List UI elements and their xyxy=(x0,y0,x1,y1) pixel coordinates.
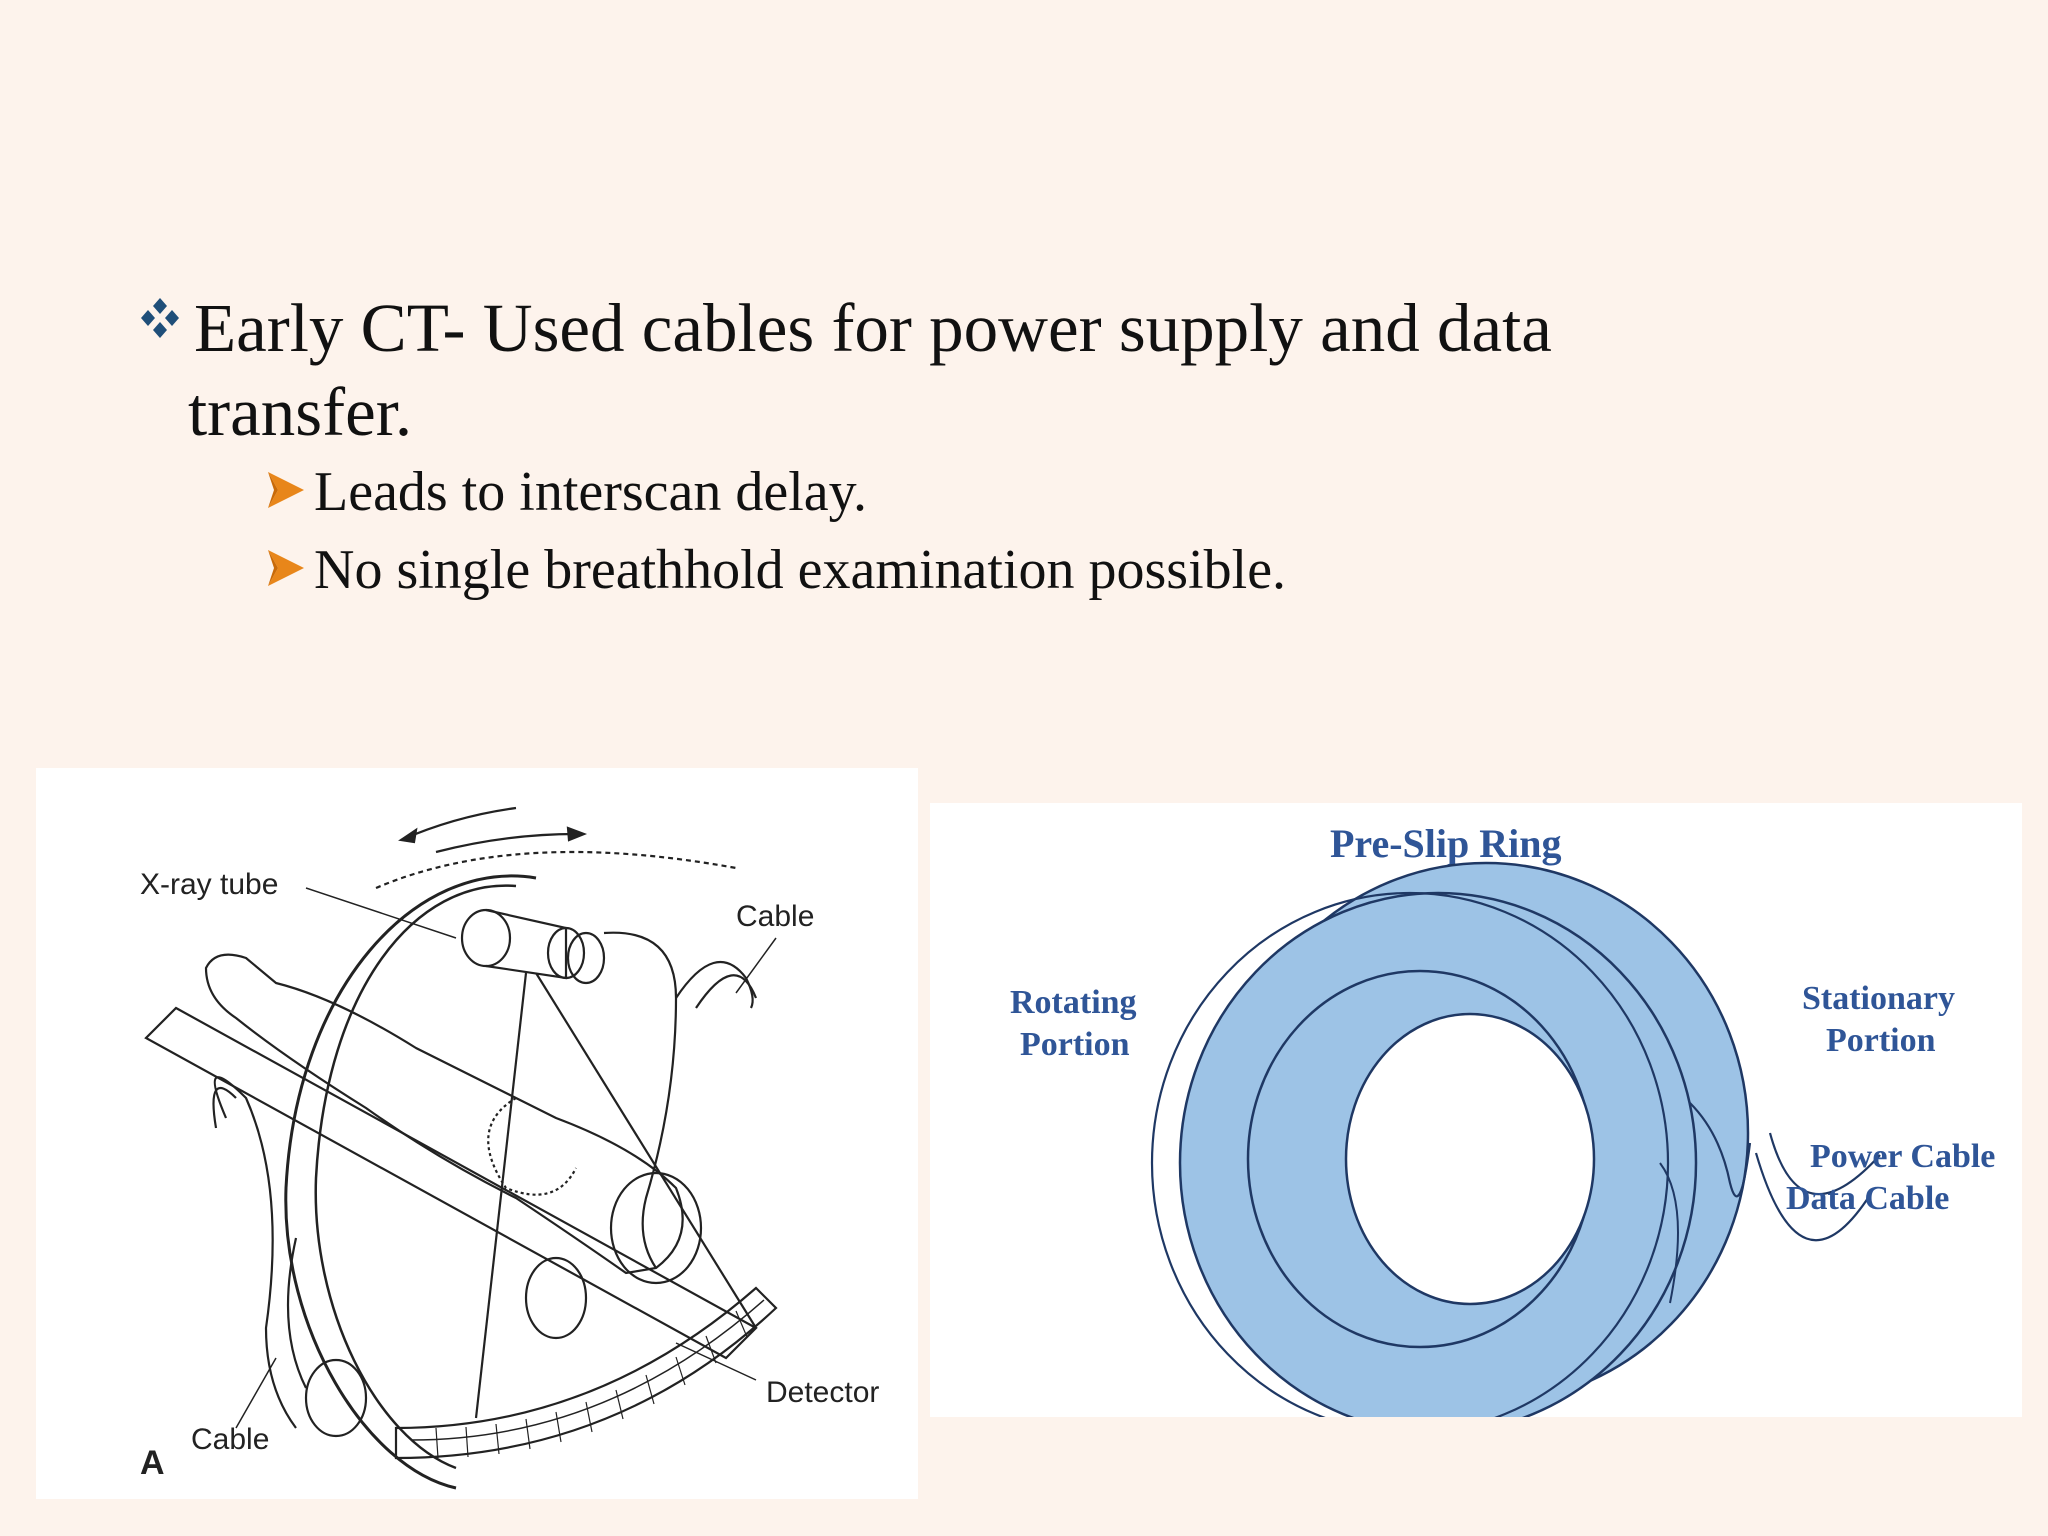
arrow-bullet-icon xyxy=(268,550,304,586)
sub-bullet-text: No single breathhold examination possibl… xyxy=(314,539,1287,601)
sub-bullet-text: Leads to interscan delay. xyxy=(314,461,868,523)
detector-array xyxy=(394,1286,778,1460)
power-cable-line xyxy=(1768,1132,1881,1196)
stationary-label-line2: Portion xyxy=(1826,1022,1936,1059)
rotating-label-line1: Rotating xyxy=(1010,984,1137,1021)
leader-line xyxy=(305,887,457,939)
main-bullet-line2: transfer. xyxy=(188,374,413,450)
label-xray-tube: X-ray tube xyxy=(140,868,278,901)
sub-bullet: No single breathhold examination possibl… xyxy=(266,538,1286,602)
rotation-arc xyxy=(400,806,517,842)
stationary-label-line1: Stationary xyxy=(1802,980,1955,1017)
diamond-bullet-icon xyxy=(141,298,179,338)
label-cable-bottom: Cable xyxy=(191,1423,269,1456)
patient-figure xyxy=(204,953,684,1275)
patient-head xyxy=(609,1171,703,1285)
rotating-label-line2: Portion xyxy=(1020,1026,1130,1063)
arrow-bullet-icon xyxy=(268,472,304,508)
power-cable-label: Power Cable xyxy=(1810,1138,1995,1175)
data-cable-label: Data Cable xyxy=(1786,1180,1949,1217)
ring-bore xyxy=(1344,1012,1596,1306)
label-cable-top: Cable xyxy=(736,900,814,933)
label-detector: Detector xyxy=(766,1376,879,1409)
main-bullet: Early CT- Used cables for power supply a… xyxy=(138,286,1738,454)
bottom-cable xyxy=(213,1076,297,1429)
patient-table xyxy=(144,1006,758,1360)
early-ct-gantry-diagram: X-ray tube Cable Detector Cable A xyxy=(36,768,918,1499)
top-cable xyxy=(603,931,678,1269)
data-cable-line xyxy=(1754,1152,1871,1242)
panel-letter: A xyxy=(140,1444,165,1482)
leader-line xyxy=(735,937,777,994)
arrow-head-icon xyxy=(566,826,588,842)
pre-slip-ring-diagram: Pre-Slip Ring Rotating Portion Stationar… xyxy=(930,803,2022,1435)
arrow-head-icon xyxy=(398,827,418,844)
main-bullet-line1: Early CT- Used cables for power supply a… xyxy=(194,290,1552,366)
sub-bullet: Leads to interscan delay. xyxy=(266,460,867,524)
leader-line xyxy=(675,1342,757,1381)
diagram-title: Pre-Slip Ring xyxy=(1330,821,1562,866)
xray-tube-icon xyxy=(460,908,512,968)
leader-line xyxy=(235,1357,277,1429)
